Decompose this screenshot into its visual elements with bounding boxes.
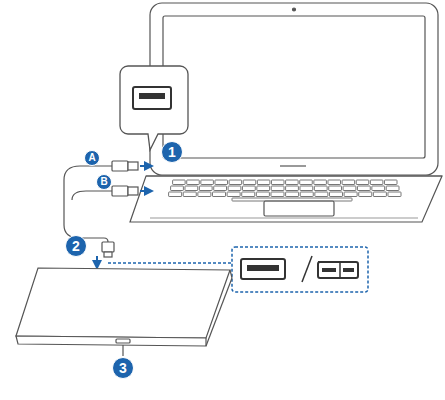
plug-arrows [97,166,152,268]
keyboard [169,180,401,201]
optical-drive [16,268,232,356]
callout-number: 1 [161,141,183,163]
callout-number: 2 [65,235,87,257]
callout-number: 3 [112,357,134,379]
callout-number: B [96,174,112,190]
usb-cable [64,161,138,257]
callout-number: A [84,150,100,166]
usb-port-zoom [120,66,188,150]
